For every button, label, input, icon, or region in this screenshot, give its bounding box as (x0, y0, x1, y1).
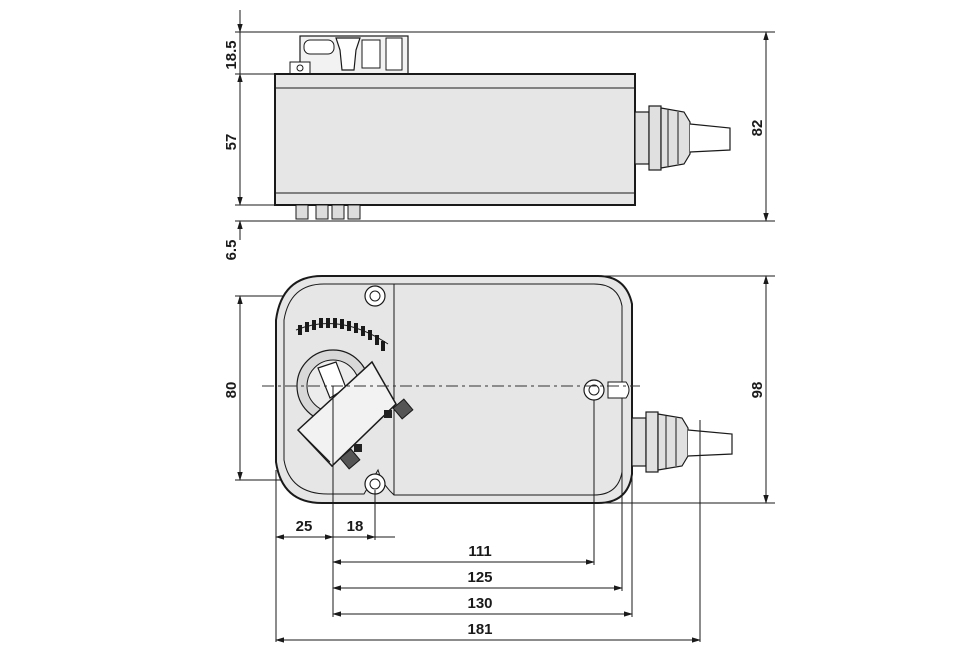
dim-25: 25 (296, 518, 313, 535)
dim-181: 181 (467, 621, 492, 638)
dim-82: 82 (749, 120, 766, 137)
bottom-feet (295, 204, 361, 220)
dim-80: 80 (223, 382, 240, 399)
clamp-bracket (289, 35, 409, 75)
actuator-body-side (274, 73, 636, 206)
dim-125: 125 (467, 569, 492, 586)
front-view: 80 98 25 18 111 125 130 181 (223, 275, 775, 643)
dim-111: 111 (468, 543, 491, 560)
dim-6.5: 6.5 (223, 240, 240, 261)
dim-18: 18 (347, 518, 364, 535)
dim-18.5: 18.5 (223, 40, 240, 69)
dim-130: 130 (467, 595, 492, 612)
side-view: 18.5 57 6.5 82 (223, 10, 775, 260)
dim-57: 57 (223, 134, 240, 151)
cable-gland-side (634, 105, 731, 171)
position-scale (295, 318, 389, 351)
cable-gland-front (631, 411, 733, 473)
dim-98: 98 (749, 382, 766, 399)
